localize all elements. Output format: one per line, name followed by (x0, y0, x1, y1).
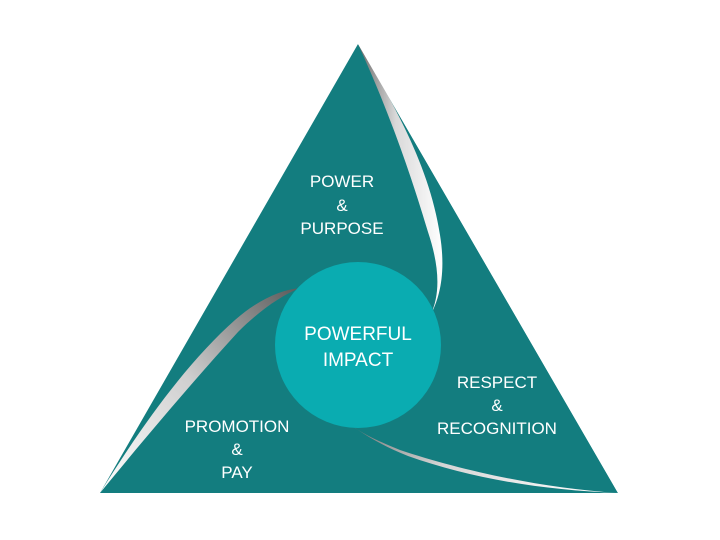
swirl-top (358, 44, 443, 316)
center-circle (275, 262, 441, 428)
segment-right-line1: RESPECT (457, 373, 537, 392)
segment-top-line3: PURPOSE (300, 219, 383, 238)
segment-right-line3: RECOGNITION (437, 419, 557, 438)
segment-respect-recognition: RESPECT & RECOGNITION (437, 373, 557, 438)
center-label-line2: IMPACT (323, 350, 394, 371)
center-label-line1: POWERFUL (304, 324, 412, 345)
segment-left-line3: PAY (221, 463, 253, 482)
segment-top-line1: POWER (310, 172, 374, 191)
segment-left-line1: PROMOTION (185, 417, 290, 436)
segment-left-line2: & (231, 440, 243, 459)
triangle-edge-right (358, 40, 624, 493)
segment-right-line2: & (491, 396, 503, 415)
segment-promotion-pay: PROMOTION & PAY (185, 417, 290, 482)
segment-power-purpose: POWER & PURPOSE (300, 172, 383, 238)
segment-top-line2: & (336, 196, 348, 215)
